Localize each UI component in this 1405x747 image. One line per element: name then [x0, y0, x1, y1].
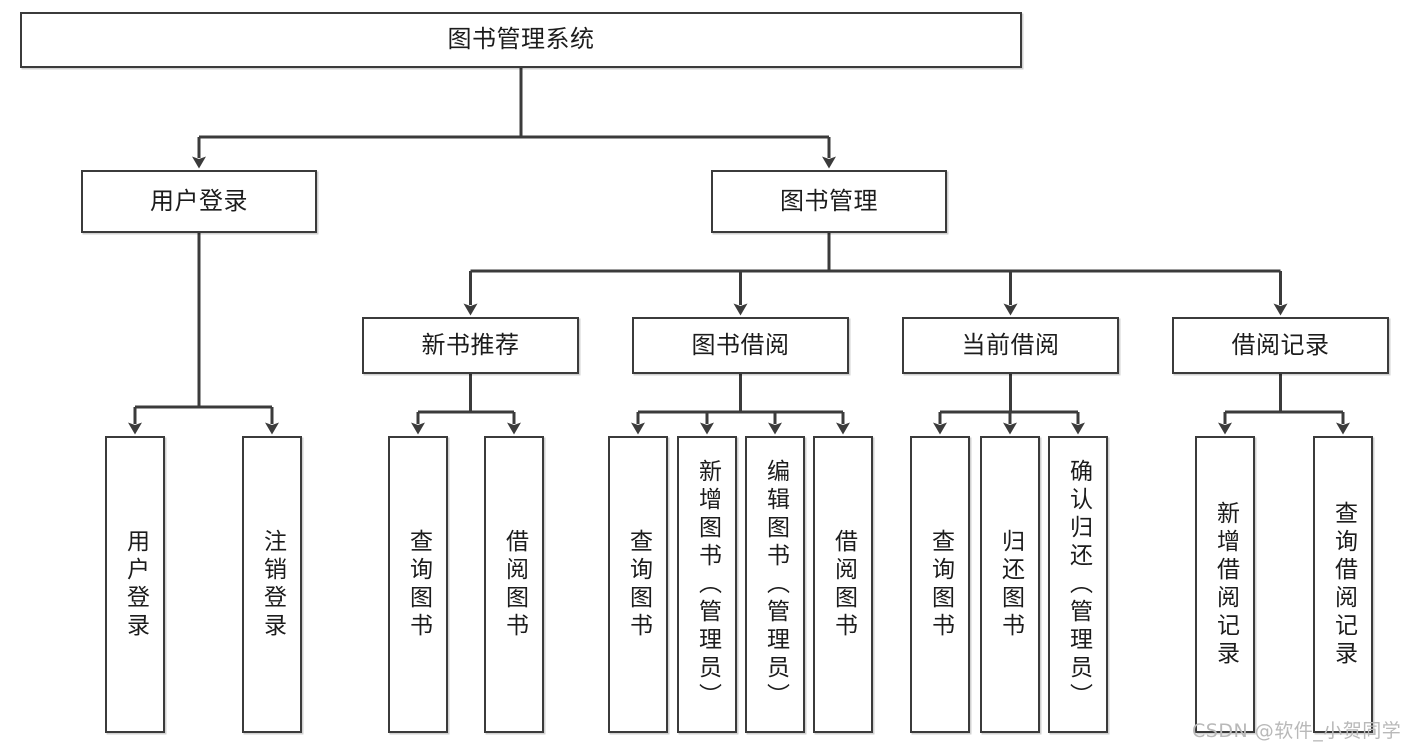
leaf-inner: 编辑图书（管理员）: [747, 438, 803, 731]
node-leaf-return-book[interactable]: 归还图书: [980, 436, 1040, 733]
node-leaf-user-login[interactable]: 用户登录: [105, 436, 165, 733]
node-leaf-query-book-new[interactable]: 查询图书: [388, 436, 448, 733]
leaf-inner: 查询借阅记录: [1315, 438, 1371, 731]
node-leaf-add-borrow-record[interactable]: 新增借阅记录: [1195, 436, 1255, 733]
node-leaf-logout[interactable]: 注销登录: [242, 436, 302, 733]
node-root-label: 图书管理系统: [447, 25, 595, 54]
node-user-login-label: 用户登录: [150, 186, 248, 215]
node-leaf-add-book-admin-label: 新增图书（管理员）: [694, 458, 721, 711]
leaf-inner: 查询图书: [390, 438, 446, 731]
node-leaf-borrow-book[interactable]: 借阅图书: [813, 436, 873, 733]
node-leaf-query-book-current[interactable]: 查询图书: [910, 436, 970, 733]
node-leaf-query-book-borrow[interactable]: 查询图书: [608, 436, 668, 733]
node-leaf-query-book-current-label: 查询图书: [927, 528, 954, 641]
node-book-management-label: 图书管理: [780, 186, 878, 215]
node-book-borrow-label: 图书借阅: [691, 330, 790, 359]
leaf-inner: 查询图书: [912, 438, 968, 731]
leaf-inner: 确认归还（管理员）: [1050, 438, 1106, 731]
node-leaf-confirm-return-admin[interactable]: 确认归还（管理员）: [1048, 436, 1108, 733]
node-current-borrow-label: 当前借阅: [961, 330, 1060, 359]
leaf-inner: 归还图书: [982, 438, 1038, 731]
leaf-inner: 注销登录: [244, 438, 300, 731]
node-leaf-query-borrow-record[interactable]: 查询借阅记录: [1313, 436, 1373, 733]
node-new-book-recommend[interactable]: 新书推荐: [362, 317, 579, 374]
node-leaf-add-borrow-record-label: 新增借阅记录: [1212, 500, 1239, 669]
leaf-inner: 借阅图书: [815, 438, 871, 731]
node-user-login[interactable]: 用户登录: [81, 170, 317, 233]
node-leaf-query-borrow-record-label: 查询借阅记录: [1330, 500, 1357, 669]
node-leaf-return-book-label: 归还图书: [997, 528, 1024, 641]
node-leaf-edit-book-admin[interactable]: 编辑图书（管理员）: [745, 436, 805, 733]
node-leaf-edit-book-admin-label: 编辑图书（管理员）: [762, 458, 789, 711]
node-book-borrow[interactable]: 图书借阅: [632, 317, 849, 374]
node-leaf-borrow-book-new-label: 借阅图书: [501, 528, 528, 641]
node-book-management[interactable]: 图书管理: [711, 170, 947, 233]
watermark: CSDN @软件_小贺同学: [1192, 720, 1402, 742]
node-borrow-record[interactable]: 借阅记录: [1172, 317, 1389, 374]
node-new-book-recommend-label: 新书推荐: [421, 330, 520, 359]
node-leaf-query-book-new-label: 查询图书: [405, 528, 432, 641]
leaf-inner: 用户登录: [107, 438, 163, 731]
node-leaf-borrow-book-label: 借阅图书: [830, 528, 857, 641]
node-leaf-query-book-borrow-label: 查询图书: [625, 528, 652, 641]
node-leaf-logout-label: 注销登录: [259, 528, 286, 641]
node-root[interactable]: 图书管理系统: [20, 12, 1022, 68]
node-borrow-record-label: 借阅记录: [1231, 330, 1330, 359]
node-leaf-confirm-return-admin-label: 确认归还（管理员）: [1065, 458, 1092, 711]
leaf-inner: 查询图书: [610, 438, 666, 731]
node-leaf-borrow-book-new[interactable]: 借阅图书: [484, 436, 544, 733]
node-leaf-user-login-label: 用户登录: [122, 528, 149, 641]
leaf-inner: 新增借阅记录: [1197, 438, 1253, 731]
leaf-inner: 借阅图书: [486, 438, 542, 731]
node-leaf-add-book-admin[interactable]: 新增图书（管理员）: [677, 436, 737, 733]
leaf-inner: 新增图书（管理员）: [679, 438, 735, 731]
node-current-borrow[interactable]: 当前借阅: [902, 317, 1119, 374]
